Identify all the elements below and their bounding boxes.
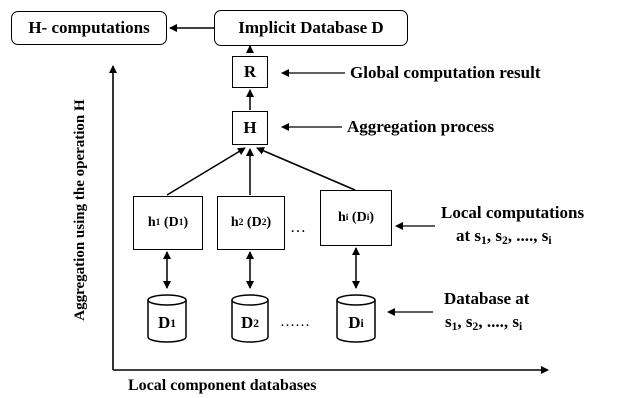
database-cylinder-2 xyxy=(231,294,269,343)
database-annotation-line2: s1, s2, ...., si xyxy=(445,312,523,333)
database-cylinder-1 xyxy=(147,294,187,343)
local-computations-annotation-line1: Local computations xyxy=(441,203,585,222)
global-result-node-label: R xyxy=(243,62,257,81)
implicit-database-label: Implicit Database D xyxy=(238,18,384,37)
aggregation-node-label: H xyxy=(243,118,257,137)
local-computations-annotation-line2: at s1, s2, ...., si xyxy=(456,226,552,247)
y-axis-label: Aggregation using the operation H xyxy=(72,99,88,321)
global-result-annotation: Global computation result xyxy=(350,63,541,82)
local-computation-ellipsis: … xyxy=(290,219,306,236)
database-ellipsis: …… xyxy=(280,314,310,330)
database-annotation-line1: Database at xyxy=(444,289,530,308)
x-axis-label: Local component databases xyxy=(128,377,317,394)
h-computations-box: H- computations xyxy=(11,11,167,45)
global-result-node: R xyxy=(232,56,268,88)
h-computations-label: H- computations xyxy=(28,18,150,37)
arrow-h1-to-h xyxy=(166,147,246,196)
arrow-hi-to-h xyxy=(256,147,356,191)
aggregation-node: H xyxy=(232,111,268,145)
aggregation-annotation: Aggregation process xyxy=(347,117,495,136)
database-cylinder-i xyxy=(336,294,376,343)
implicit-database-box: Implicit Database D xyxy=(214,10,408,46)
